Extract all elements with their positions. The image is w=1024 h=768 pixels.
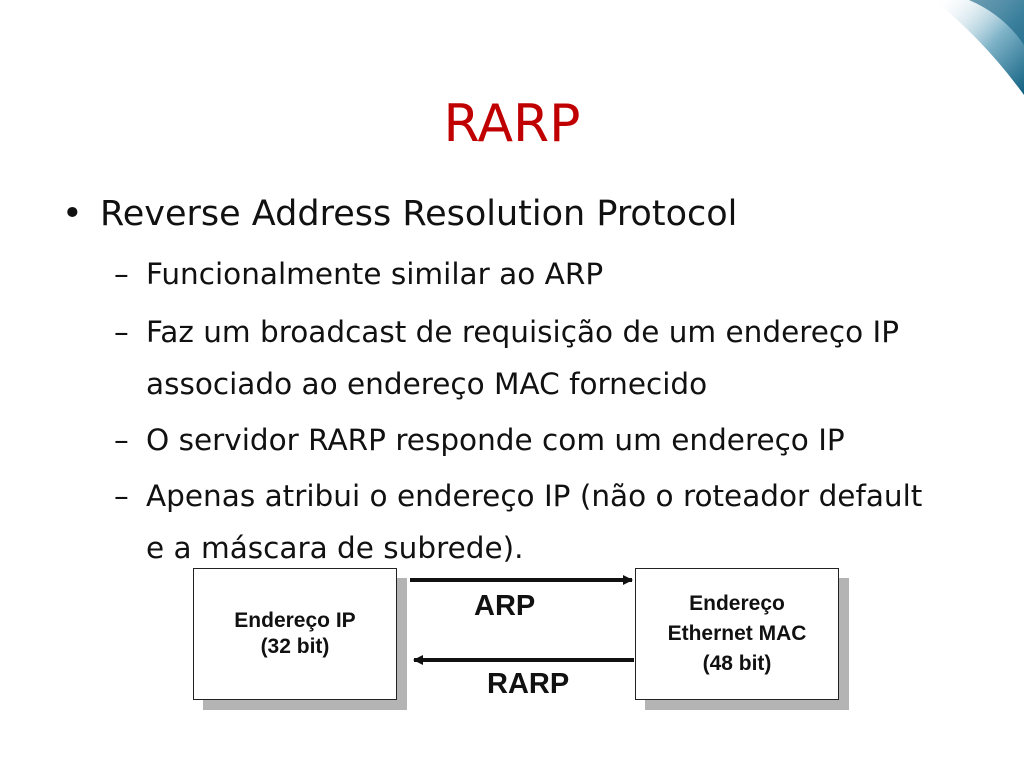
sub-bullet: – Funcionalmente similar ao ARP bbox=[114, 248, 944, 300]
ip-address-box: Endereço IP (32 bit) bbox=[193, 568, 397, 700]
main-bullet: • Reverse Address Resolution Protocol bbox=[62, 192, 737, 236]
sub-bullet-text: Faz um broadcast de requisição de um end… bbox=[146, 315, 900, 401]
sub-bullet: – O servidor RARP responde com um endere… bbox=[114, 414, 944, 466]
mac-address-box: Endereço Ethernet MAC (48 bit) bbox=[635, 568, 839, 700]
main-bullet-text: Reverse Address Resolution Protocol bbox=[100, 194, 738, 234]
sub-bullet-text: Funcionalmente similar ao ARP bbox=[146, 257, 604, 291]
dash-marker: – bbox=[114, 315, 129, 349]
ip-box-line2: (32 bit) bbox=[260, 635, 330, 658]
sub-bullet: – Apenas atribui o endereço IP (não o ro… bbox=[114, 470, 944, 574]
sub-bullet: – Faz um broadcast de requisição de um e… bbox=[114, 306, 944, 410]
arp-label: ARP bbox=[474, 590, 536, 622]
mac-box-line1: Endereço bbox=[689, 592, 785, 615]
dash-marker: – bbox=[114, 479, 129, 513]
dash-marker: – bbox=[114, 423, 129, 457]
dash-marker: – bbox=[114, 257, 129, 291]
bullet-dot: • bbox=[62, 194, 83, 234]
rarp-label: RARP bbox=[487, 668, 570, 700]
corner-decoration bbox=[934, 0, 1024, 95]
ip-box-line1: Endereço IP bbox=[234, 609, 356, 632]
slide-title: RARP bbox=[443, 94, 581, 154]
mac-box-line3: (48 bit) bbox=[702, 652, 772, 675]
mac-box-line2: Ethernet MAC bbox=[667, 622, 807, 645]
sub-bullet-text: Apenas atribui o endereço IP (não o rote… bbox=[146, 479, 923, 565]
sub-bullet-text: O servidor RARP responde com um endereço… bbox=[146, 423, 845, 457]
